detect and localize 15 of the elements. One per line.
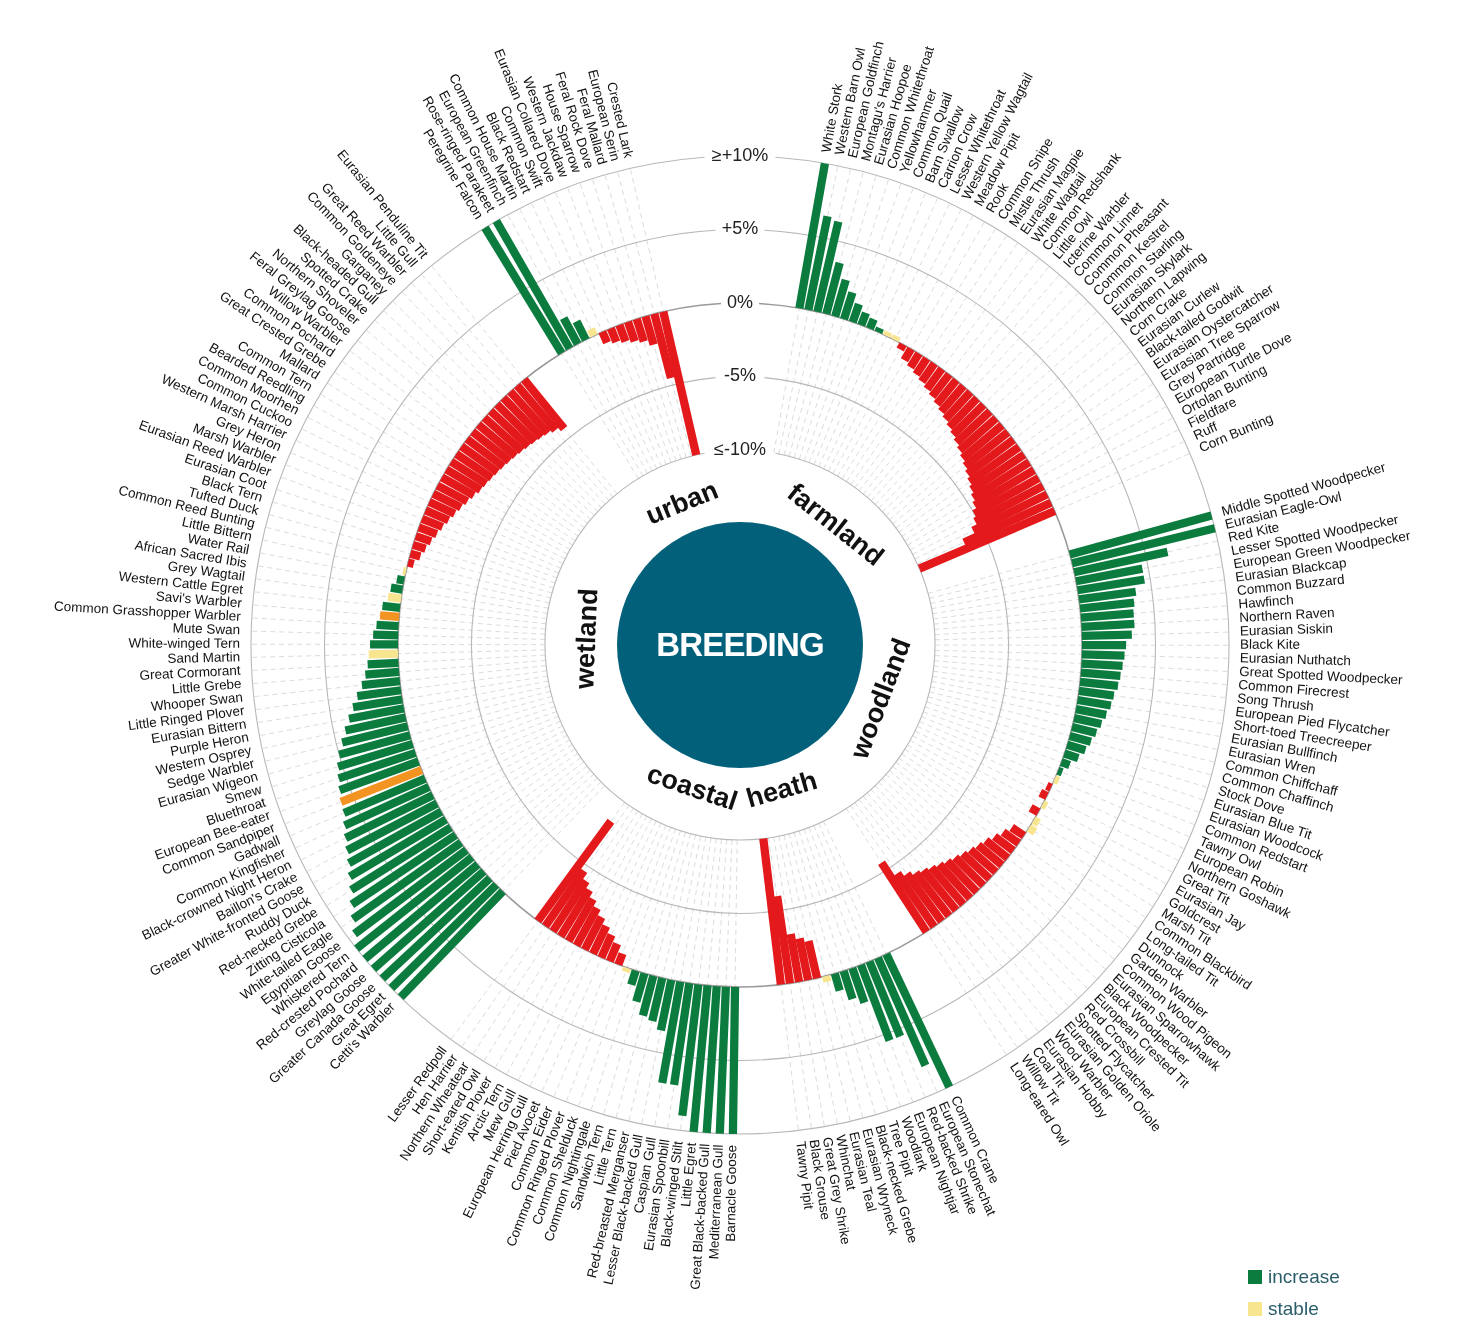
sector-label: urban (641, 474, 723, 531)
scale-label: -5% (724, 365, 756, 386)
scale-label: ≤-10% (714, 438, 766, 459)
scale-label: +5% (721, 218, 759, 239)
scale-label: ≥+10% (711, 144, 769, 165)
species-label: Mute Swan (172, 620, 241, 638)
legend-label: increase (1268, 1266, 1340, 1288)
legend-label: stable (1268, 1298, 1319, 1320)
sector-label: heath (742, 764, 821, 814)
sector-label: coastal (643, 758, 742, 817)
species-label: White-winged Tern (128, 635, 240, 651)
species-label: Black Kite (1240, 636, 1301, 652)
sector-label: wetland (569, 587, 604, 690)
scale-label: 0% (727, 291, 753, 312)
species-label: Barnacle Goose (722, 1144, 740, 1242)
